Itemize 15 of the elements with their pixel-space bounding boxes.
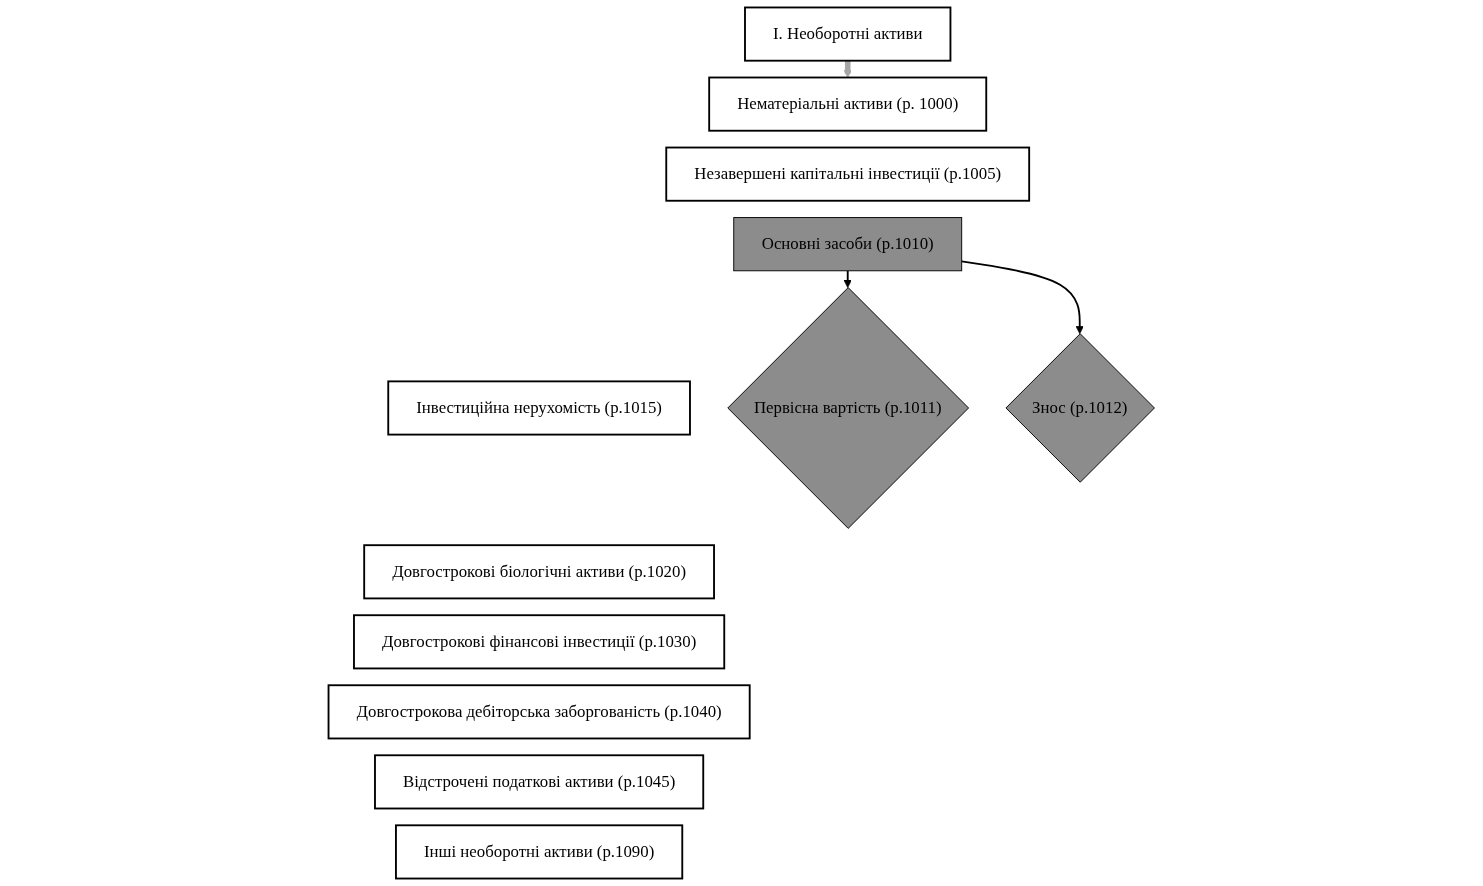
node-box: Інвестиційна нерухомість (р.1015) xyxy=(387,380,691,436)
node-box: І. Необоротні активи xyxy=(744,6,952,62)
node-box: Основні засоби (р.1010) xyxy=(733,217,963,272)
arrow xyxy=(960,260,1084,335)
node-box: Нематеріальні активи (р. 1000) xyxy=(708,76,988,132)
node-box: Незавершені капітальні інвестиції (р.1005) xyxy=(665,146,1031,202)
arrow xyxy=(843,269,852,288)
node-box: Відстрочені податкові активи (р.1045) xyxy=(374,754,705,810)
node-diamond: Первісна вартість (р.1011) xyxy=(727,287,970,529)
node-diamond: Знос (р.1012) xyxy=(1005,333,1155,483)
node-box: Інші необоротні активи (р.1090) xyxy=(395,824,684,880)
node-box: Довгострокова дебіторська заборгованість (р.1040) xyxy=(327,684,751,740)
node-box: Довгострокові фінансові інвестиції (р.1030) xyxy=(353,614,726,670)
node-box: Довгострокові біологічні активи (р.1020) xyxy=(363,544,715,600)
arrow xyxy=(843,59,852,78)
